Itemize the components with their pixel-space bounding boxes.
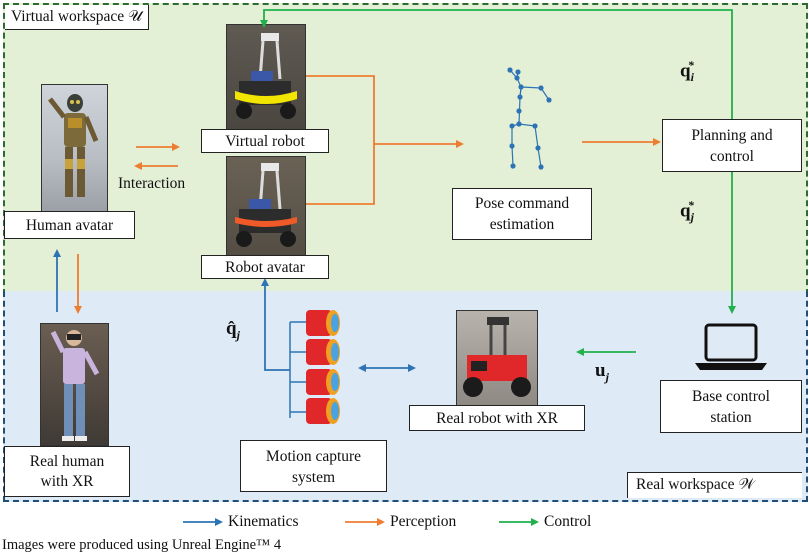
motion-capture-line2: system bbox=[291, 469, 336, 486]
arrow-mocap-to-avatar bbox=[261, 278, 290, 371]
real-human-label: Real human with XR bbox=[4, 446, 130, 497]
pose-command-label: Pose command estimation bbox=[452, 188, 592, 240]
legend-kinematics-label: Kinematics bbox=[228, 513, 299, 530]
legend-control-label: Control bbox=[544, 513, 592, 530]
real-human-line1: Real human bbox=[29, 453, 105, 470]
arrow-robots-to-pose bbox=[306, 75, 375, 144]
planning-line2: control bbox=[710, 148, 754, 165]
camera-icon bbox=[306, 369, 340, 395]
planning-control-label: Planning and control bbox=[662, 119, 802, 172]
real-human-line2: with XR bbox=[40, 473, 94, 490]
real-robot-image bbox=[456, 310, 538, 406]
planning-line1: Planning and bbox=[691, 127, 773, 144]
base-control-label: Base control station bbox=[660, 380, 802, 433]
q-i-star-label: qi* bbox=[680, 58, 694, 85]
q-j-star-label: qj* bbox=[680, 198, 694, 225]
pose-command-line1: Pose command bbox=[474, 195, 570, 212]
footnote: Images were produced using Unreal Engine… bbox=[2, 537, 282, 553]
arrow-planning-to-virtual bbox=[260, 9, 733, 119]
interaction-label: Interaction bbox=[118, 175, 186, 192]
camera-icon bbox=[306, 310, 340, 336]
human-avatar-label: Human avatar bbox=[4, 211, 135, 239]
motion-capture-line1: Motion capture bbox=[265, 448, 362, 465]
base-control-line2: station bbox=[710, 409, 752, 426]
q-hat-j-label: q̂j bbox=[226, 318, 240, 342]
base-control-line1: Base control bbox=[692, 388, 770, 405]
robot-avatar-label: Robot avatar bbox=[201, 255, 329, 279]
camera-icon bbox=[306, 398, 340, 424]
legend-perception-label: Perception bbox=[390, 513, 457, 530]
pose-command-line2: estimation bbox=[489, 216, 555, 233]
real-human-image bbox=[40, 323, 109, 446]
real-workspace-label: Real workspace 𝒲 bbox=[627, 472, 802, 498]
robot-avatar-image bbox=[226, 156, 306, 256]
real-robot-label: Real robot with XR bbox=[409, 405, 585, 431]
u-j-label: uj bbox=[595, 360, 609, 384]
motion-capture-label: Motion capture system bbox=[240, 440, 387, 492]
virtual-workspace-label: Virtual workspace 𝒰 bbox=[5, 5, 149, 30]
virtual-robot-label: Virtual robot bbox=[201, 129, 329, 153]
camera-icon bbox=[306, 339, 340, 365]
virtual-robot-image bbox=[226, 24, 306, 130]
